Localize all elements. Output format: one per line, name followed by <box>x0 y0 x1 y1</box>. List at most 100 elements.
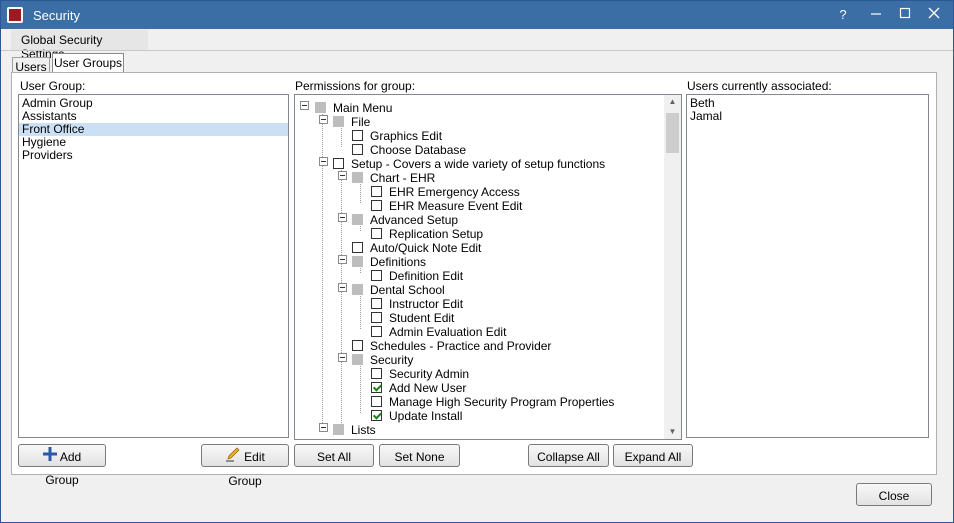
permission-label: Update Install <box>389 409 463 423</box>
list-item-selected[interactable]: Front Office <box>19 123 288 136</box>
tree-connector <box>360 293 361 329</box>
partial-checkbox[interactable] <box>333 116 344 127</box>
tree-scrollbar[interactable]: ▲ ▼ <box>664 95 681 439</box>
permission-label: Main Menu <box>333 101 393 115</box>
window-title: Security <box>33 8 80 23</box>
edit-group-label: Edit Group <box>228 450 265 488</box>
set-none-button[interactable]: Set None <box>379 444 460 467</box>
list-item[interactable]: Beth <box>690 96 715 110</box>
maximize-icon[interactable] <box>892 5 918 25</box>
permission-checkbox[interactable] <box>371 326 382 337</box>
menu-divider <box>1 50 953 51</box>
permission-label: Chart - EHR <box>370 171 436 185</box>
permission-label: Admin Evaluation Edit <box>389 325 507 339</box>
collapse-toggle-icon[interactable] <box>319 157 328 166</box>
permission-checkbox[interactable] <box>352 130 363 141</box>
collapse-toggle-icon[interactable] <box>300 101 309 110</box>
permission-label: Replication Setup <box>389 227 484 241</box>
permission-checkbox[interactable] <box>371 312 382 323</box>
permission-label: Security <box>370 353 414 367</box>
permission-checkbox[interactable] <box>371 396 382 407</box>
permission-label: Advanced Setup <box>370 213 459 227</box>
help-button[interactable]: ? <box>839 7 847 22</box>
permission-checkbox[interactable] <box>333 158 344 169</box>
title-bar[interactable]: Security ? <box>1 1 953 29</box>
permission-checkbox[interactable] <box>371 186 382 197</box>
menu-bar: Global Security Settings <box>11 30 148 61</box>
scroll-down-icon[interactable]: ▼ <box>668 427 677 436</box>
close-icon[interactable] <box>921 5 947 25</box>
tab-user-groups[interactable]: User Groups <box>52 53 124 75</box>
list-item[interactable]: Admin Group <box>22 96 93 110</box>
permission-checkbox[interactable] <box>371 298 382 309</box>
set-all-button[interactable]: Set All <box>294 444 374 467</box>
tree-connector <box>322 111 323 427</box>
list-item[interactable]: Jamal <box>690 109 723 123</box>
list-item[interactable]: Providers <box>22 148 73 162</box>
add-group-button[interactable]: Add Group <box>18 444 106 487</box>
permission-label: Dental School <box>370 283 445 297</box>
partial-checkbox[interactable] <box>352 284 363 295</box>
collapse-toggle-icon[interactable] <box>338 213 347 222</box>
permission-checkbox[interactable] <box>371 270 382 281</box>
permission-checkbox[interactable] <box>352 340 363 351</box>
tree-connector <box>341 167 342 427</box>
permission-checkbox[interactable] <box>371 382 382 393</box>
collapse-toggle-icon[interactable] <box>319 115 328 124</box>
tree-connector <box>341 125 342 147</box>
list-item[interactable]: Assistants <box>22 109 77 123</box>
partial-checkbox[interactable] <box>352 256 363 267</box>
permission-label: Schedules - Practice and Provider <box>370 339 552 353</box>
collapse-toggle-icon[interactable] <box>338 171 347 180</box>
edit-group-button[interactable]: Edit Group <box>201 444 289 488</box>
permission-label: Definitions <box>370 255 427 269</box>
list-item[interactable]: Hygiene <box>22 135 67 149</box>
user-group-list[interactable]: Admin Group Assistants Front Office Hygi… <box>18 94 289 438</box>
tab-users[interactable]: Users <box>12 57 50 75</box>
minimize-icon[interactable] <box>863 5 889 25</box>
permissions-label: Permissions for group: <box>295 79 416 93</box>
permission-checkbox[interactable] <box>371 228 382 239</box>
permission-label: Choose Database <box>370 143 467 157</box>
permission-checkbox[interactable] <box>352 242 363 253</box>
expand-all-button[interactable]: Expand All <box>613 444 693 467</box>
permission-checkbox[interactable] <box>371 368 382 379</box>
permission-label: Definition Edit <box>389 269 464 283</box>
permission-label: EHR Measure Event Edit <box>389 199 523 213</box>
permission-label: Security Admin <box>389 367 470 381</box>
collapse-toggle-icon[interactable] <box>338 353 347 362</box>
plus-icon <box>42 446 57 469</box>
partial-checkbox[interactable] <box>352 172 363 183</box>
tree-connector <box>360 181 361 203</box>
scroll-thumb[interactable] <box>666 113 679 153</box>
add-group-label: Add Group <box>45 450 82 488</box>
collapse-toggle-icon[interactable] <box>338 255 347 264</box>
permission-label: Student Edit <box>389 311 455 325</box>
users-associated-list[interactable]: Beth Jamal <box>686 94 929 438</box>
partial-checkbox[interactable] <box>333 424 344 435</box>
permission-checkbox[interactable] <box>371 200 382 211</box>
partial-checkbox[interactable] <box>352 354 363 365</box>
permission-label: EHR Emergency Access <box>389 185 520 199</box>
permission-label: Graphics Edit <box>370 129 443 143</box>
user-group-label: User Group: <box>20 79 86 93</box>
permission-label: Auto/Quick Note Edit <box>370 241 482 255</box>
pencil-icon <box>225 446 241 470</box>
permission-checkbox[interactable] <box>352 144 363 155</box>
users-associated-label: Users currently associated: <box>687 79 832 93</box>
collapse-toggle-icon[interactable] <box>319 423 328 432</box>
permission-checkbox[interactable] <box>371 410 382 421</box>
permission-label: Instructor Edit <box>389 297 464 311</box>
collapse-all-button[interactable]: Collapse All <box>528 444 609 467</box>
close-button[interactable]: Close <box>856 483 932 506</box>
scroll-up-icon[interactable]: ▲ <box>668 97 677 106</box>
tree-connector <box>360 223 361 231</box>
tree-connector <box>360 363 361 413</box>
partial-checkbox[interactable] <box>315 102 326 113</box>
partial-checkbox[interactable] <box>352 214 363 225</box>
permission-label: Add New User <box>389 381 467 395</box>
collapse-toggle-icon[interactable] <box>338 283 347 292</box>
permission-label: Manage High Security Program Properties <box>389 395 615 409</box>
